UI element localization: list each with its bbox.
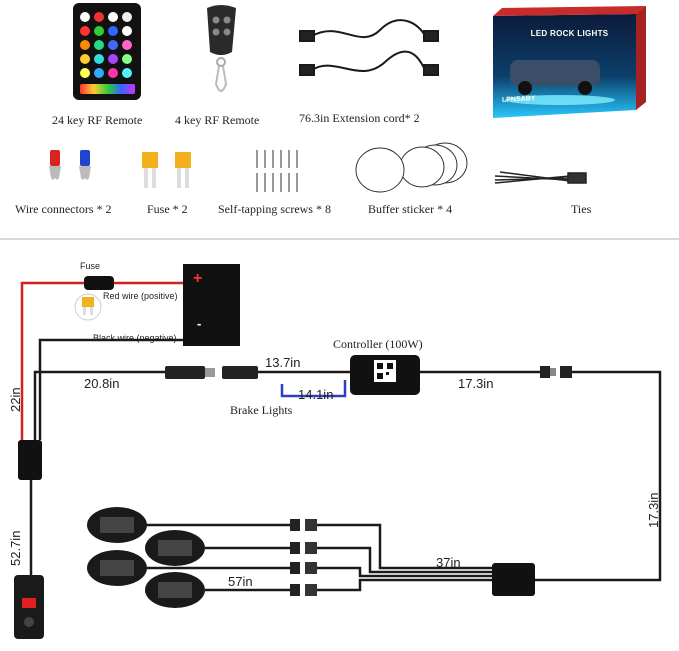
section-divider [0, 238, 679, 240]
barrel-connector [165, 366, 258, 379]
battery-icon [183, 264, 240, 346]
length-57: 57in [228, 574, 253, 589]
length-13-7: 13.7in [265, 355, 301, 370]
length-20-8: 20.8in [84, 376, 120, 391]
pod-wires [147, 523, 290, 592]
rock-light-pod [145, 530, 205, 566]
length-22: 22in [8, 387, 23, 412]
length-37: 37in [436, 555, 461, 570]
fuse-callout-icon [74, 293, 102, 321]
inline-fuse-holder [84, 276, 114, 290]
remote4-label: 4 key RF Remote [175, 113, 260, 127]
splitter-box-icon [18, 440, 42, 480]
rock-light-pod [87, 550, 147, 586]
controller-box-icon [350, 355, 420, 395]
wire-connectors-label: Wire connectors * 2 [15, 202, 112, 216]
length-17-3-top: 17.3in [458, 376, 494, 391]
screw-icon [256, 150, 298, 192]
battery-negative: - [197, 316, 202, 331]
red-wire [20, 281, 183, 440]
length-14-1: 14.1in [298, 387, 334, 402]
black-wire-label: Black wire (negative) [93, 333, 177, 343]
cable-ties-icon [494, 171, 587, 184]
screws-label: Self-tapping screws * 8 [218, 202, 331, 216]
extension-label: 76.3in Extension cord* 2 [299, 111, 420, 125]
brake-lights-label: Brake Lights [230, 403, 293, 417]
extension-cord-icon [299, 19, 439, 76]
buffer-label: Buffer sticker * 4 [368, 202, 453, 216]
fuse-icon [142, 152, 191, 188]
remote24-label: 24 key RF Remote [52, 113, 143, 127]
black-wires [29, 338, 662, 592]
product-box-icon [493, 6, 646, 118]
remote-24-key-icon [73, 3, 141, 100]
power-switch-icon [14, 575, 44, 639]
wire-connector-icon [49, 150, 91, 180]
pod-connectors [290, 519, 317, 596]
controller-label: Controller (100W) [333, 337, 423, 351]
length-52-7: 52.7in [8, 530, 23, 566]
remote-4-key-icon [207, 5, 236, 92]
rock-light-pod [145, 572, 205, 608]
fuse-diagram-label: Fuse [80, 261, 101, 271]
distribution-box-icon [492, 563, 535, 596]
length-17-3-right: 17.3in [646, 492, 661, 528]
ties-label: Ties [571, 202, 592, 216]
brake-wire [280, 380, 347, 398]
rock-light-pod [87, 507, 147, 543]
red-wire-label: Red wire (positive) [103, 291, 178, 301]
buffer-sticker-icon [355, 142, 468, 193]
fuse-label: Fuse * 2 [147, 202, 188, 216]
battery-positive: + [193, 270, 203, 287]
box-title: LED ROCK LIGHTS [530, 29, 609, 38]
plug-connector [540, 366, 572, 378]
